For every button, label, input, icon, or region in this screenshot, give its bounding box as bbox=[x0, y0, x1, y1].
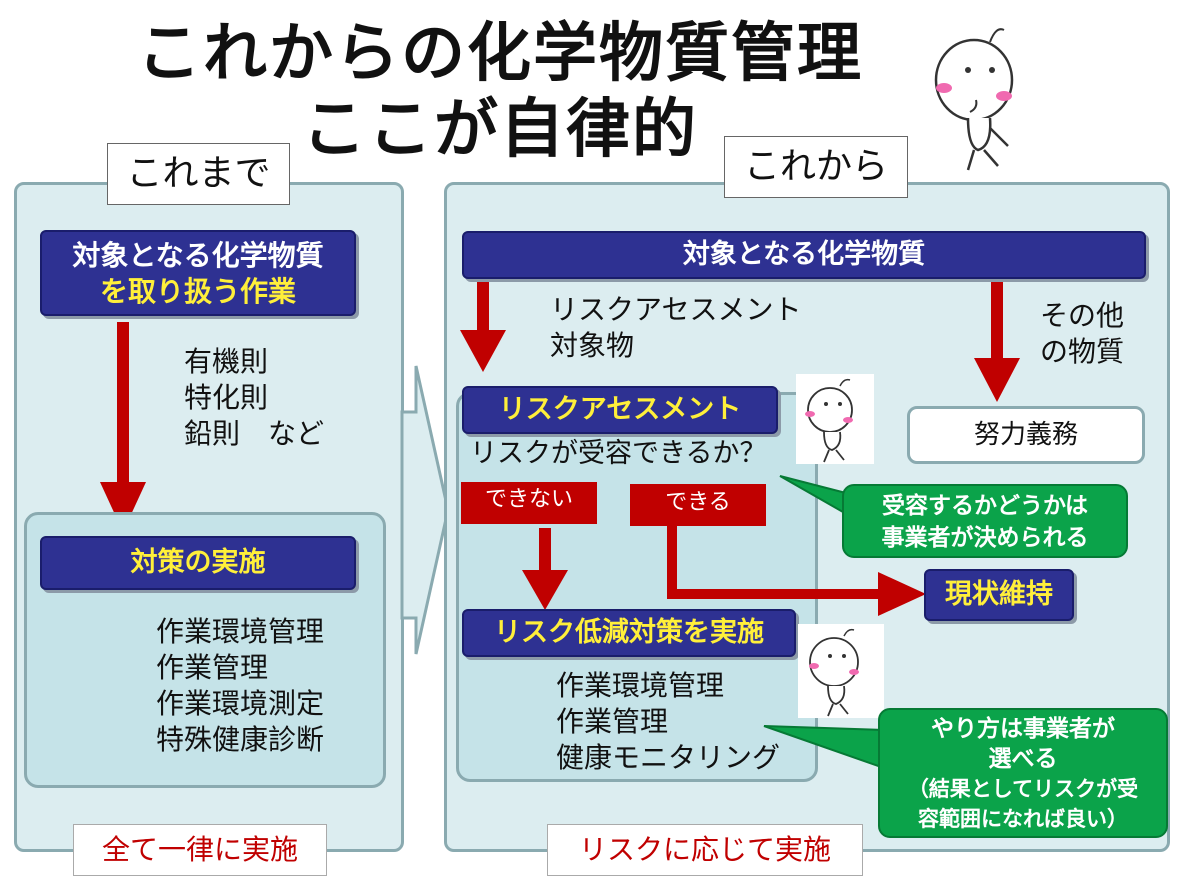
transition-arrow bbox=[400, 365, 450, 655]
callout2-line: 容範囲になれば良い） bbox=[918, 807, 1128, 831]
ra-inner-panel bbox=[456, 392, 818, 782]
ra-target-text: リスクアセスメント 対象物 bbox=[550, 292, 801, 364]
can-box: できる bbox=[630, 484, 766, 526]
left-target-box: 対象となる化学物質 を取り扱う作業 bbox=[40, 230, 356, 316]
mascot-small-1 bbox=[796, 374, 874, 464]
left-down-arrow bbox=[100, 322, 146, 532]
reduction-list: 作業環境管理 作業管理 健康モニタリング bbox=[556, 668, 780, 776]
left-footer: 全て一律に実施 bbox=[73, 824, 327, 876]
left-measures-header: 対策の実施 bbox=[40, 536, 356, 590]
left-measures-header-label: 対策の実施 bbox=[130, 547, 266, 578]
other-down-arrow bbox=[974, 282, 1020, 402]
ra-header: リスクアセスメント bbox=[462, 386, 778, 434]
reduction-header: リスク低減対策を実施 bbox=[462, 609, 796, 657]
right-target-label: 対象となる化学物質 bbox=[682, 239, 926, 270]
callout2-line: 選べる bbox=[988, 746, 1058, 772]
reduction-item: 作業環境管理 bbox=[556, 669, 725, 702]
status-quo-box: 現状維持 bbox=[924, 569, 1074, 621]
mascot-small-2 bbox=[798, 624, 884, 718]
left-target-line2: を取り扱う作業 bbox=[99, 275, 296, 308]
measure-item: 作業環境管理 bbox=[156, 615, 325, 648]
callout2: やり方は事業者が 選べる （結果としてリスクが受 容範囲になれば良い） bbox=[878, 708, 1168, 838]
callout1: 受容するかどうかは 事業者が決められる bbox=[842, 484, 1128, 558]
reduction-header-label: リスク低減対策を実施 bbox=[494, 617, 764, 648]
left-tag: これまで bbox=[107, 143, 290, 205]
ra-question: リスクが受容できるか？ bbox=[470, 438, 767, 469]
other-line: の物質 bbox=[1040, 335, 1125, 368]
rule-item: 特化則 bbox=[184, 381, 269, 414]
page-title-line2: ここが自律的 bbox=[302, 93, 698, 167]
callout2-line: やり方は事業者が bbox=[931, 716, 1115, 742]
callout1-line: 受容するかどうかは bbox=[881, 493, 1089, 519]
ra-header-label: リスクアセスメント bbox=[498, 394, 742, 425]
page-title-line1: これからの化学物質管理 bbox=[137, 17, 863, 91]
ra-down-arrow bbox=[460, 282, 506, 372]
callout2-pointer bbox=[763, 725, 885, 770]
other-line: その他 bbox=[1040, 299, 1125, 332]
measure-item: 特殊健康診断 bbox=[156, 723, 325, 756]
status-quo-label: 現状維持 bbox=[945, 579, 1053, 610]
left-measures-list: 作業環境管理 作業管理 作業環境測定 特殊健康診断 bbox=[156, 614, 324, 758]
rule-item: 有機則 bbox=[184, 345, 269, 378]
rule-item: 鉛則 など bbox=[184, 417, 325, 450]
effort-box: 努力義務 bbox=[907, 406, 1145, 464]
right-footer: リスクに応じて実施 bbox=[547, 824, 863, 876]
other-substances-text: その他 の物質 bbox=[1040, 298, 1124, 370]
measure-item: 作業管理 bbox=[156, 651, 269, 684]
ra-target-line: リスクアセスメント bbox=[550, 293, 802, 326]
left-rules: 有機則 特化則 鉛則 など bbox=[184, 344, 324, 452]
callout1-line: 事業者が決められる bbox=[881, 525, 1089, 551]
ra-target-line: 対象物 bbox=[550, 329, 635, 362]
reduction-item: 作業管理 bbox=[556, 705, 669, 738]
measure-item: 作業環境測定 bbox=[156, 687, 325, 720]
callout2-line: （結果としてリスクが受 bbox=[907, 777, 1139, 801]
can-right-arrow bbox=[667, 526, 926, 616]
right-target-box: 対象となる化学物質 bbox=[462, 231, 1146, 279]
cannot-box: できない bbox=[461, 482, 597, 524]
cannot-down-arrow bbox=[522, 528, 568, 610]
effort-label: 努力義務 bbox=[973, 420, 1078, 450]
mascot-illustration bbox=[934, 28, 1014, 171]
reduction-item: 健康モニタリング bbox=[556, 741, 781, 774]
left-target-line1: 対象となる化学物質 bbox=[72, 239, 324, 272]
callout1-pointer bbox=[779, 475, 851, 518]
right-tag: これから bbox=[724, 136, 908, 198]
